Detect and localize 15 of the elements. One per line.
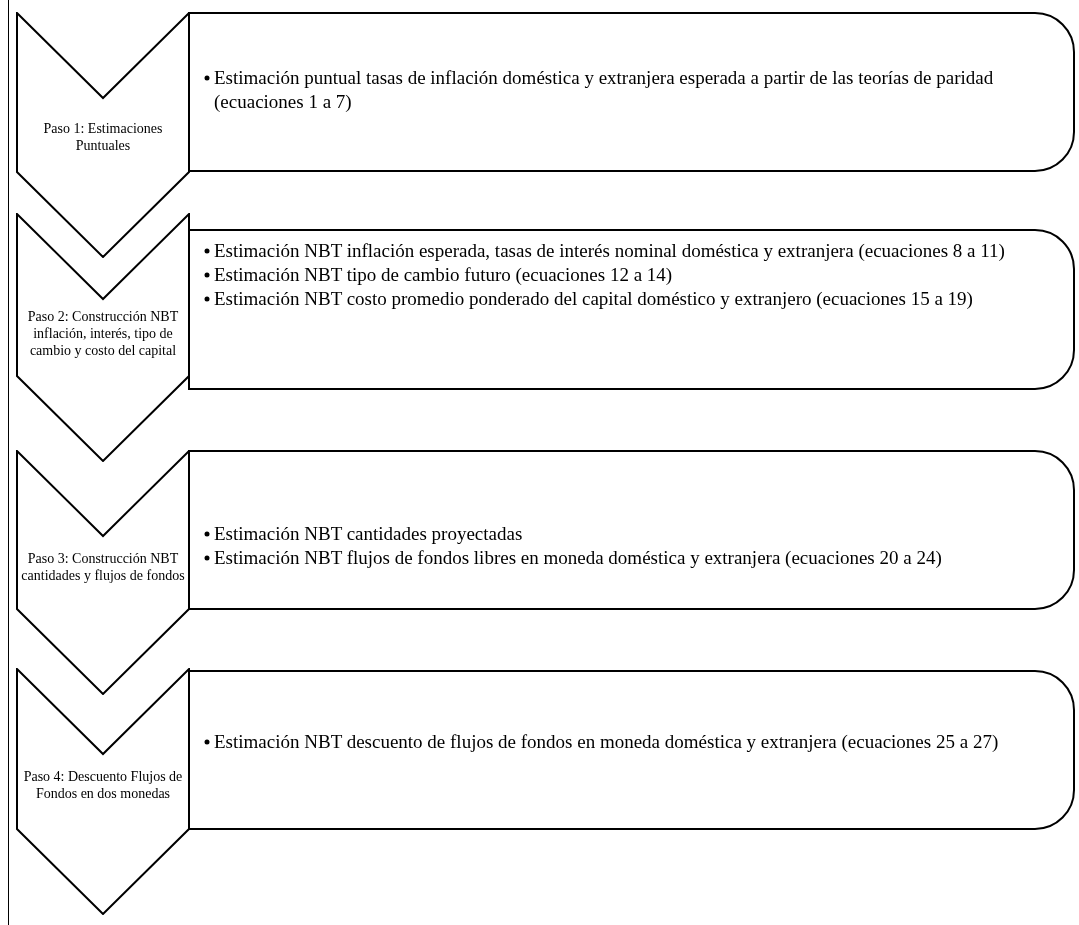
bullet-text: Estimación puntual tasas de inflación doméstica y extranjera esperada a partir de las teorías de paridad (ecuaciones 1 a 7) xyxy=(214,66,995,114)
bullet-text: Estimación NBT descuento de flujos de fondos en moneda doméstica y extranjera (ecuaciones 25 a 27) xyxy=(214,730,999,754)
chevron-shape xyxy=(16,668,190,915)
chevron-shape xyxy=(16,12,190,258)
step-label: Paso 2: Construcción NBT inflación, interés, tipo de cambio y costo del capital xyxy=(26,308,180,359)
step-label: Paso 3: Construcción NBT cantidades y flujos de fondos xyxy=(20,550,186,584)
bullet-text: Estimación NBT cantidades proyectadas xyxy=(214,522,523,546)
step-label: Paso 4: Descuento Flujos de Fondos en dos monedas xyxy=(22,768,184,802)
chevron-shape xyxy=(16,450,190,695)
bullet-text: Estimación NBT tipo de cambio futuro (ecuaciones 12 a 14) xyxy=(214,263,673,287)
step-label: Paso 1: Estimaciones Puntuales xyxy=(42,120,164,154)
bullet-text: Estimación NBT inflación esperada, tasas de interés nominal doméstica y extranjera (ecuaciones 8 a 11) xyxy=(214,239,1005,263)
bullet-text: Estimación NBT costo promedio ponderado del capital doméstico y extranjero (ecuaciones 15 a 19) xyxy=(214,287,973,311)
chevron-shape xyxy=(16,213,190,462)
bullet-text: Estimación NBT flujos de fondos libres en moneda doméstica y extranjera (ecuaciones 20 a 24) xyxy=(214,546,942,570)
